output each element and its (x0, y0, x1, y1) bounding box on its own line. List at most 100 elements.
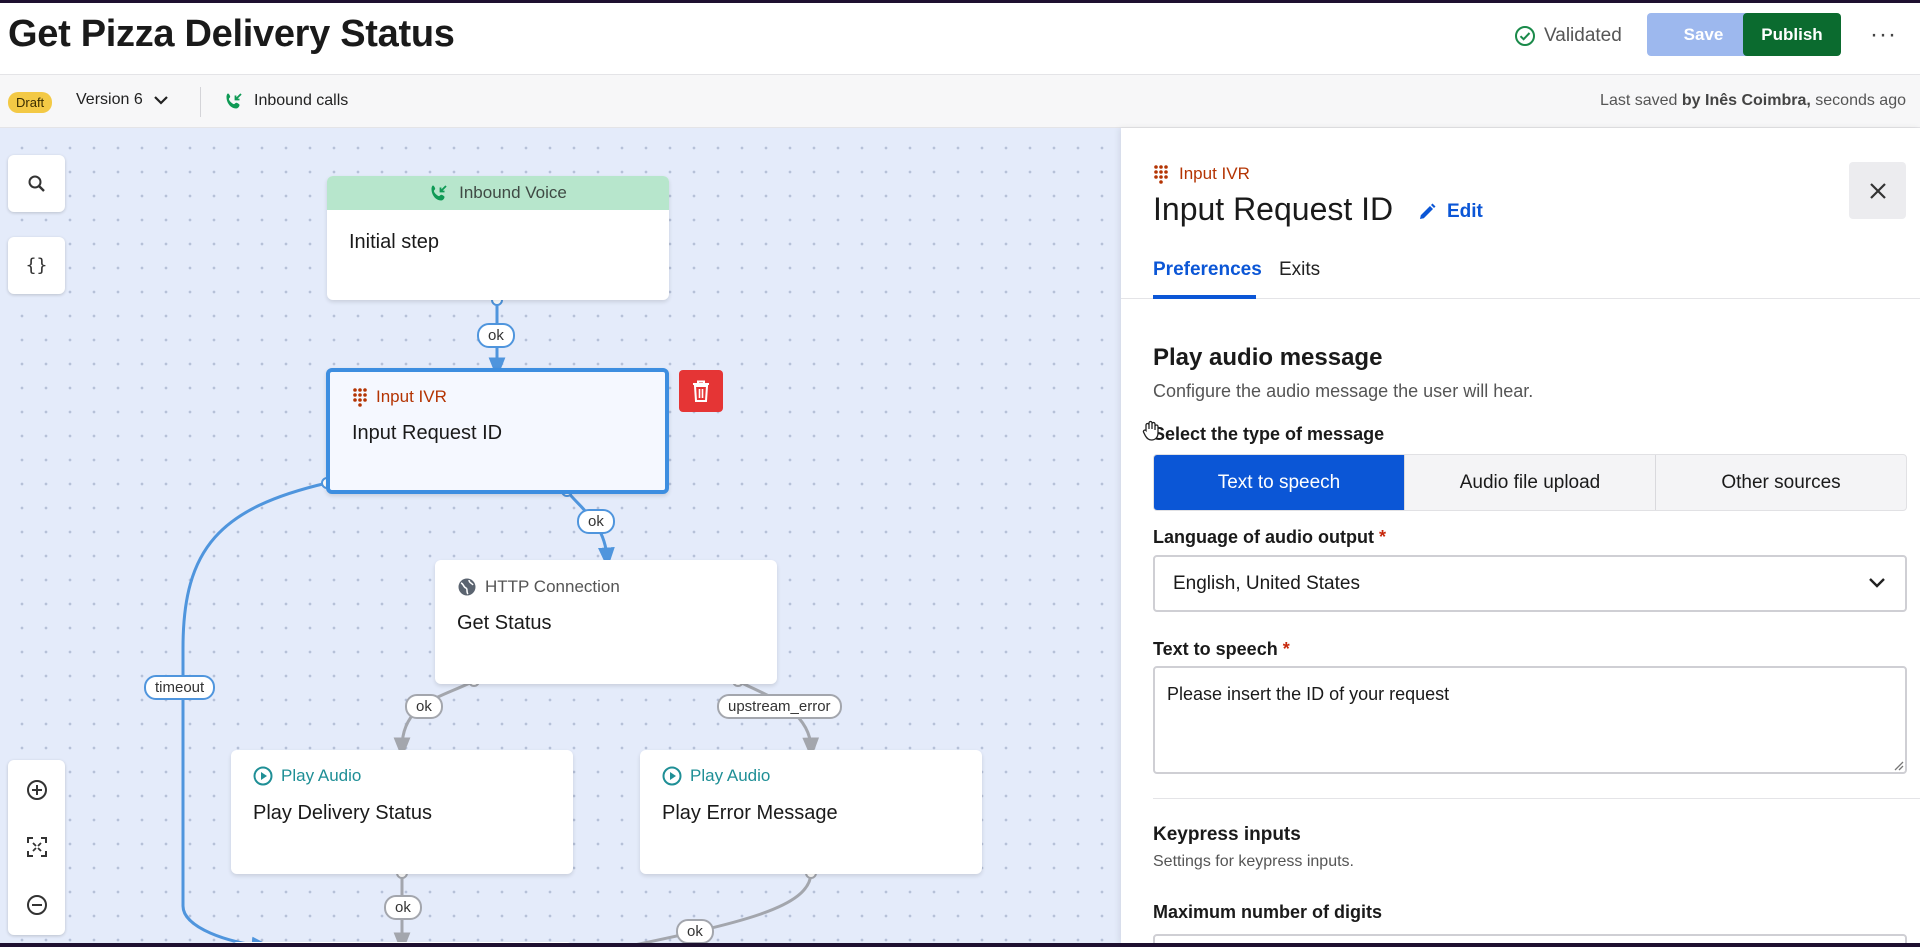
flow-type-label: Inbound calls (254, 92, 349, 109)
panel-category-label: Input IVR (1179, 164, 1250, 183)
dialpad-icon (1154, 165, 1168, 184)
trash-icon (693, 380, 709, 402)
node-header: Inbound Voice (327, 176, 669, 210)
fit-screen-icon (26, 837, 47, 857)
incoming-call-icon (431, 185, 447, 201)
divider (1153, 798, 1920, 799)
search-icon (28, 175, 45, 192)
dialpad-icon (353, 388, 367, 407)
version-dropdown[interactable]: Version 6 (76, 91, 169, 109)
option-text-to-speech[interactable]: Text to speech (1154, 455, 1405, 510)
flow-type: Inbound calls (224, 91, 348, 111)
edge-label: ok (477, 323, 515, 348)
node-name: Play Error Message (662, 802, 838, 824)
close-icon (1869, 182, 1886, 199)
chevron-down-icon (1869, 578, 1885, 588)
flow-canvas[interactable]: {} Inbound Voice Initial step (0, 128, 1121, 943)
divider (200, 87, 201, 117)
last-saved-info: Last saved by Inês Coimbra, seconds ago (1600, 92, 1906, 110)
language-value: English, United States (1173, 572, 1360, 594)
message-type-label: Select the type of message (1153, 424, 1385, 444)
properties-panel: Input IVR Input Request ID Edit Preferen… (1121, 128, 1920, 943)
keypress-description: Settings for keypress inputs. (1153, 853, 1354, 870)
tts-label-text: Text to speech (1153, 639, 1278, 659)
keypress-title: Keypress inputs (1153, 824, 1301, 845)
tab-exits[interactable]: Exits (1279, 259, 1321, 280)
edge-label: ok (676, 919, 714, 943)
edit-label: Edit (1447, 201, 1483, 222)
node-name: Initial step (349, 231, 440, 253)
resize-handle-icon (1894, 761, 1904, 771)
last-saved-prefix: Last saved (1600, 92, 1678, 109)
option-audio-file-upload[interactable]: Audio file upload (1405, 455, 1656, 510)
edge-ivr-timeout (181, 481, 328, 943)
globe-icon (458, 578, 476, 596)
top-header: Get Pizza Delivery Status Validated Save… (0, 3, 1920, 75)
check-circle-icon (1515, 26, 1535, 46)
panel-category: Input IVR (1153, 164, 1250, 184)
more-options-icon[interactable]: ··· (1870, 21, 1897, 48)
edge-label: upstream_error (717, 694, 842, 719)
zoom-out-button[interactable] (8, 885, 65, 925)
tab-preferences[interactable]: Preferences (1153, 259, 1262, 299)
grab-cursor-icon (1142, 420, 1159, 441)
node-inbound-voice[interactable]: Inbound Voice Initial step (327, 176, 669, 300)
edit-name-button[interactable]: Edit (1417, 201, 1483, 223)
max-digits-label: Maximum number of digits (1153, 902, 1383, 922)
tts-label: Text to speech * (1153, 639, 1290, 660)
language-label: Language of audio output * (1153, 527, 1386, 548)
section-description: Configure the audio message the user wil… (1153, 381, 1534, 401)
play-circle-icon (662, 766, 682, 786)
option-other-sources[interactable]: Other sources (1721, 471, 1841, 493)
node-category: Play Audio (690, 766, 771, 785)
curly-braces-icon: {} (25, 255, 48, 276)
node-name: Play Delivery Status (253, 802, 432, 824)
last-saved-time: seconds ago (1815, 92, 1906, 109)
sub-header: Draft Version 6 Inbound calls Last saved… (0, 75, 1920, 128)
save-button[interactable]: Save (1647, 13, 1760, 56)
close-panel-button[interactable] (1849, 162, 1906, 219)
validation-status: Validated (1514, 25, 1622, 47)
node-name: Input Request ID (352, 422, 503, 444)
edge-play2-next (636, 872, 813, 943)
node-name: Get Status (457, 612, 552, 634)
edge-label: timeout (144, 675, 216, 700)
app-window: Get Pizza Delivery Status Validated Save… (0, 3, 1920, 943)
zoom-in-button[interactable] (8, 770, 65, 810)
publish-button[interactable]: Publish (1743, 13, 1841, 56)
node-category-row: Input IVR (352, 387, 447, 407)
zoom-in-icon (26, 780, 47, 800)
search-tool-button[interactable] (8, 155, 65, 212)
play-circle-icon (253, 766, 273, 786)
node-play-audio-status[interactable]: Play Audio Play Delivery Status (231, 750, 573, 874)
language-select[interactable]: English, United States (1153, 555, 1907, 612)
panel-title: Input Request ID (1153, 191, 1394, 227)
last-saved-user: by Inês Coimbra, (1681, 92, 1811, 109)
language-label-text: Language of audio output (1153, 527, 1374, 547)
version-label: Version 6 (76, 91, 143, 108)
node-partial[interactable] (231, 942, 573, 943)
zoom-out-icon (26, 895, 47, 915)
node-category: HTTP Connection (485, 577, 620, 596)
node-category: Input IVR (376, 387, 447, 406)
fit-screen-button[interactable] (8, 827, 65, 867)
edge-label: ok (384, 895, 422, 920)
node-input-ivr[interactable]: Input IVR Input Request ID (326, 368, 669, 494)
pencil-icon (1420, 203, 1436, 219)
incoming-call-icon (226, 93, 242, 109)
node-category-row: Play Audio (662, 766, 770, 786)
variables-tool-button[interactable]: {} (8, 237, 65, 294)
node-play-audio-error[interactable]: Play Audio Play Error Message (640, 750, 982, 874)
required-mark: * (1378, 527, 1386, 547)
page-title: Get Pizza Delivery Status (8, 13, 455, 55)
node-http-connection[interactable]: HTTP Connection Get Status (435, 560, 777, 684)
max-digits-input[interactable] (1153, 934, 1907, 943)
tts-textarea[interactable]: Please insert the ID of your request (1153, 666, 1907, 774)
edge-label: ok (577, 509, 615, 534)
panel-tabs: Preferences Exits (1121, 253, 1920, 299)
delete-node-button[interactable] (679, 370, 723, 412)
validation-status-label: Validated (1544, 25, 1622, 46)
chevron-down-icon (153, 96, 168, 105)
draft-badge: Draft (8, 92, 53, 113)
required-mark: * (1282, 639, 1290, 659)
